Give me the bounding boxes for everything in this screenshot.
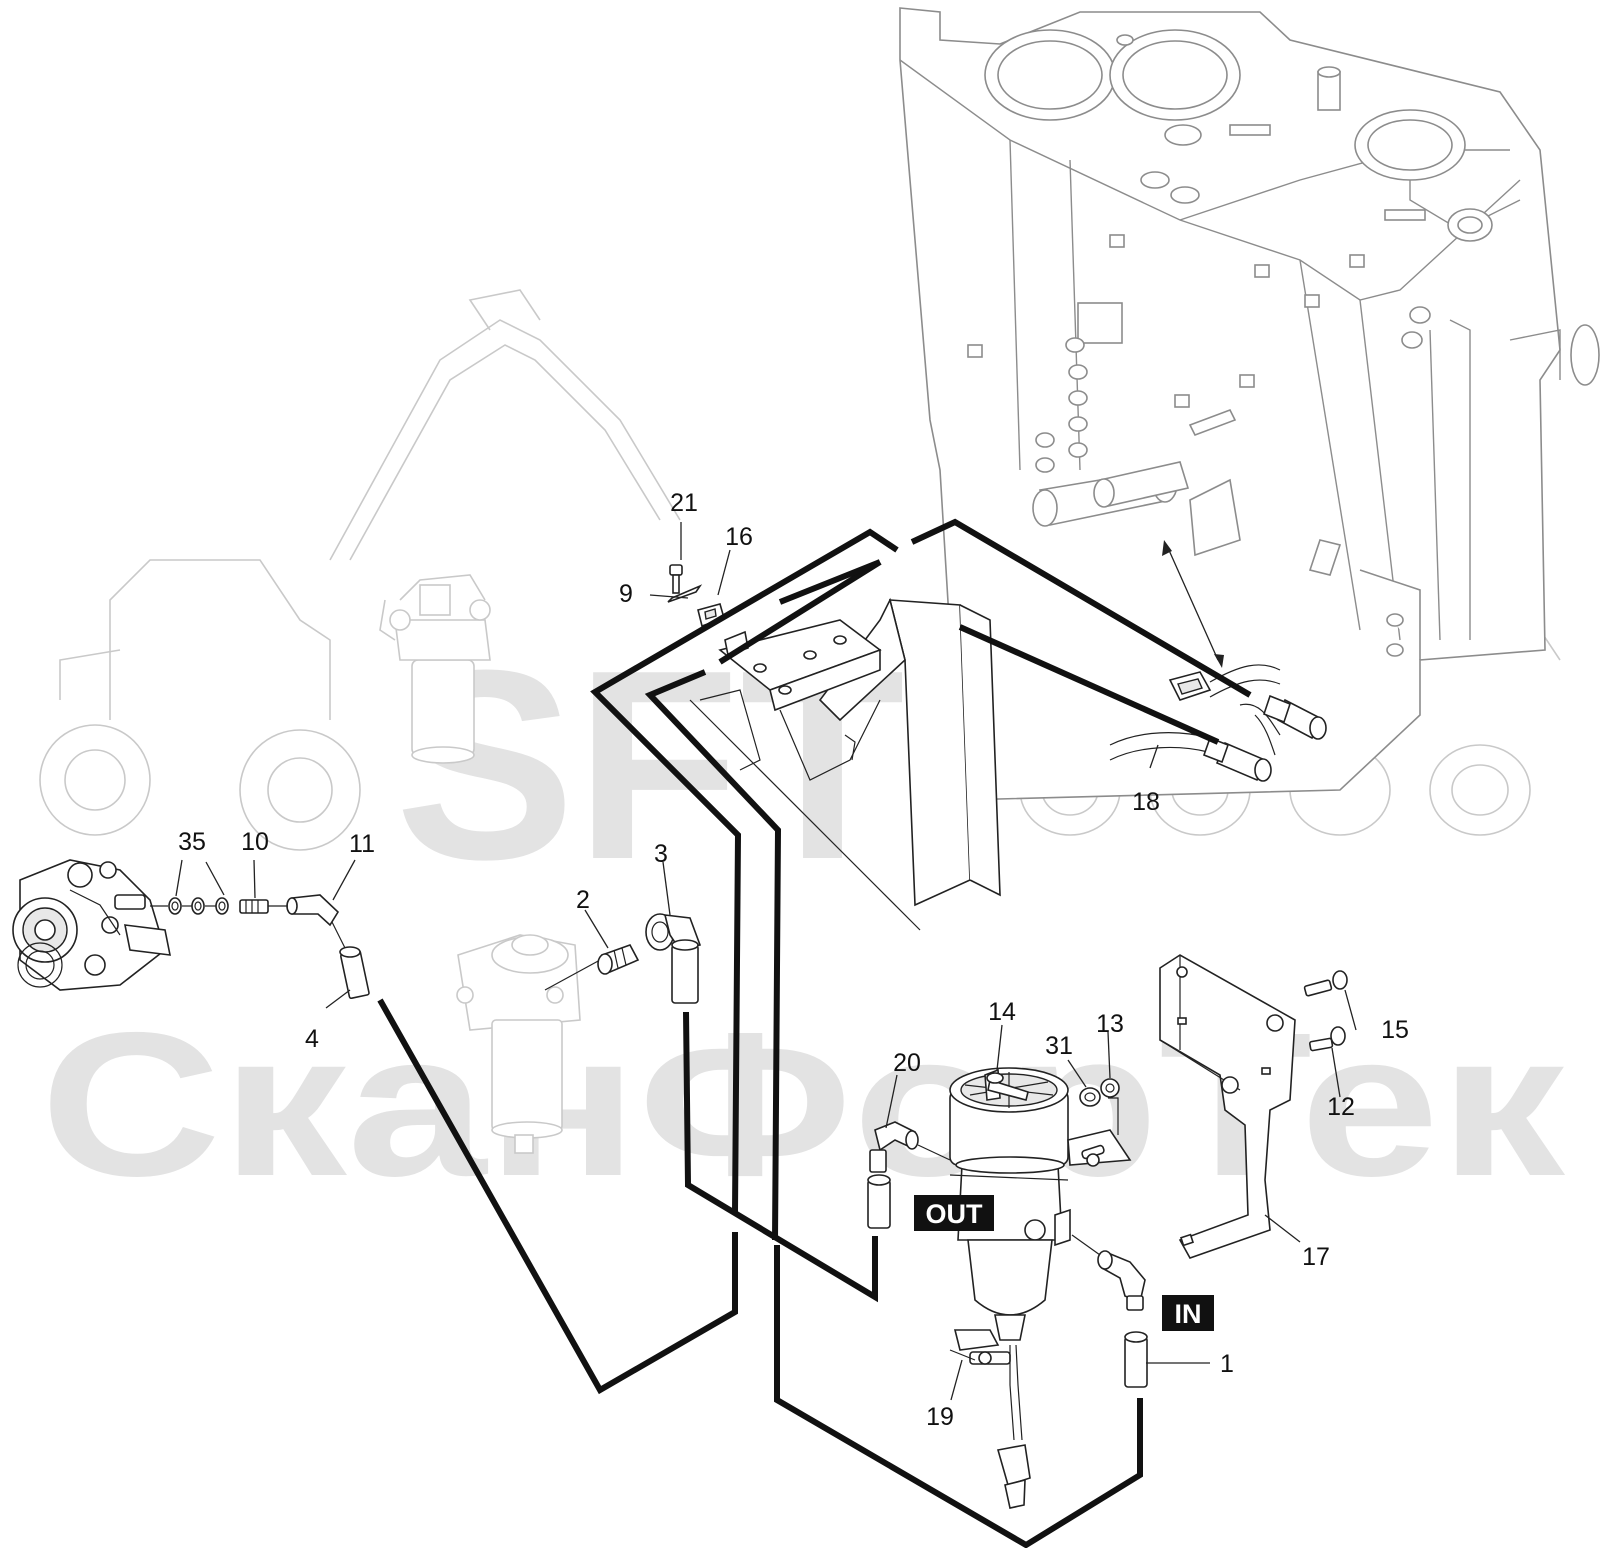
callout-21: 21 xyxy=(670,489,698,517)
in-tag-text: IN xyxy=(1175,1299,1202,1329)
washer-13 xyxy=(1100,1078,1120,1098)
callout-16: 16 xyxy=(725,523,753,551)
hose-route-right-upper xyxy=(910,518,1252,698)
elbow-hose-end-3 xyxy=(645,913,702,1004)
callout-leaders xyxy=(175,522,1357,1401)
seal-ring-35 xyxy=(168,897,229,915)
pump-gear xyxy=(17,942,63,988)
fitting-2-and-hose-end-3 xyxy=(597,913,702,1004)
callout-35: 35 xyxy=(178,828,206,856)
hose-route-3 xyxy=(683,1011,878,1303)
callout-10: 10 xyxy=(241,828,269,856)
mounting-plate-assembly xyxy=(689,597,1001,931)
hose-route-right-lower xyxy=(958,624,1220,745)
callout-20: 20 xyxy=(893,1049,921,1077)
bolt-15 xyxy=(1303,970,1348,997)
hose-assembly-18 xyxy=(1109,540,1327,782)
callout-9: 9 xyxy=(619,580,633,608)
elbow-fitting-20 xyxy=(867,1121,919,1229)
callout-11: 11 xyxy=(349,830,375,858)
callout-19: 19 xyxy=(926,1403,954,1431)
high-pressure-pump xyxy=(12,859,172,991)
callout-18: 18 xyxy=(1132,788,1160,816)
clamp-16 xyxy=(697,603,725,628)
in-tag: IN xyxy=(1162,1295,1214,1331)
callout-15: 15 xyxy=(1381,1016,1409,1044)
callout-14: 14 xyxy=(988,998,1016,1026)
frame-hole-column xyxy=(1035,337,1088,473)
watermark-company-text: СканФорТек xyxy=(40,990,1565,1219)
hose-route-4 xyxy=(377,998,738,1395)
inlet-elbow xyxy=(1097,1250,1146,1311)
drain-valve-19 xyxy=(949,1329,1031,1509)
banjo-bolt-10 xyxy=(239,899,269,914)
callout-3: 3 xyxy=(654,840,668,868)
callout-2: 2 xyxy=(576,886,590,914)
callout-labels: 21 16 9 18 35 10 11 3 2 4 14 31 13 20 15… xyxy=(178,489,1409,1431)
out-tag-text: OUT xyxy=(926,1199,984,1229)
callout-1: 1 xyxy=(1220,1350,1234,1378)
fuel-filter-14 xyxy=(949,1067,1132,1341)
filter-assembly-left xyxy=(456,934,601,1154)
bolt-21 xyxy=(669,564,683,594)
hose-route-main-outer xyxy=(590,528,899,1213)
nut-31 xyxy=(1079,1087,1101,1107)
callout-12: 12 xyxy=(1327,1093,1355,1121)
hose-route-main-inner xyxy=(644,559,882,1241)
machine-frame xyxy=(899,7,1600,801)
filter-assembly-ghost-upper xyxy=(379,574,491,764)
hose-route-bottom-loop xyxy=(774,1245,1143,1548)
hose-end-4 xyxy=(339,946,370,1000)
adapter-fitting-2 xyxy=(597,944,640,975)
callout-13: 13 xyxy=(1096,1010,1124,1038)
clip-parts xyxy=(667,564,749,657)
filter-cap-handle xyxy=(984,1068,1029,1101)
callout-4: 4 xyxy=(305,1025,319,1053)
bolt-12 xyxy=(1308,1026,1346,1052)
pump-connection-parts xyxy=(150,894,370,1000)
fuel-hoses xyxy=(377,518,1252,1548)
hose-route-right-lower-a xyxy=(778,559,882,605)
hose-fitting-lower xyxy=(1202,736,1272,782)
hose-end-1 xyxy=(1124,1331,1148,1388)
hose-fitting-upper xyxy=(1263,694,1327,740)
callout-17: 17 xyxy=(1302,1243,1330,1271)
elbow-fitting-11 xyxy=(286,894,340,927)
callout-31: 31 xyxy=(1045,1032,1073,1060)
out-tag: OUT xyxy=(914,1195,994,1231)
mounting-bracket-17 xyxy=(1159,954,1348,1259)
watermark: SFT СканФорТек xyxy=(39,289,1565,1219)
